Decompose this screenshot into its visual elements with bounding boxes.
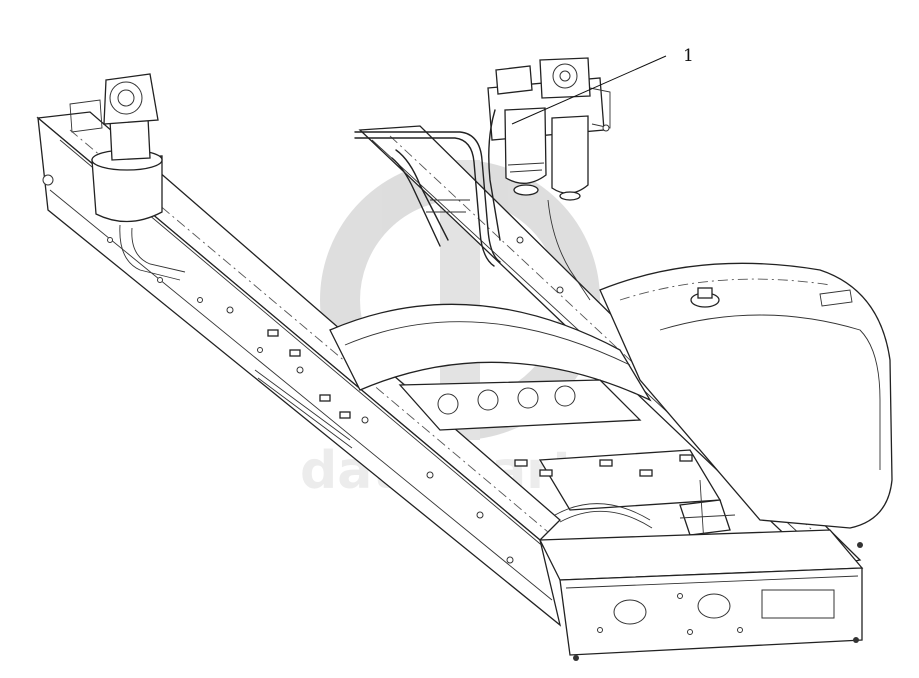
fuel-tank <box>599 262 893 529</box>
cross-member-clips <box>514 454 693 477</box>
callout-1: 1 <box>511 46 694 125</box>
cross-member-arch <box>329 303 652 402</box>
callout-1-leader <box>511 55 667 125</box>
left-rail-holes <box>42 174 514 564</box>
cross-member-plate <box>398 379 642 431</box>
fuel-filter-assembly <box>487 57 611 201</box>
rear-end-cross-member <box>538 529 864 661</box>
left-frame-rail <box>36 111 562 627</box>
callout-1-number: 1 <box>683 46 694 66</box>
cross-members <box>329 303 736 561</box>
left-rail-clips <box>267 329 351 419</box>
fuel-lines <box>354 109 591 301</box>
rear-left-mount-assembly <box>69 73 186 281</box>
